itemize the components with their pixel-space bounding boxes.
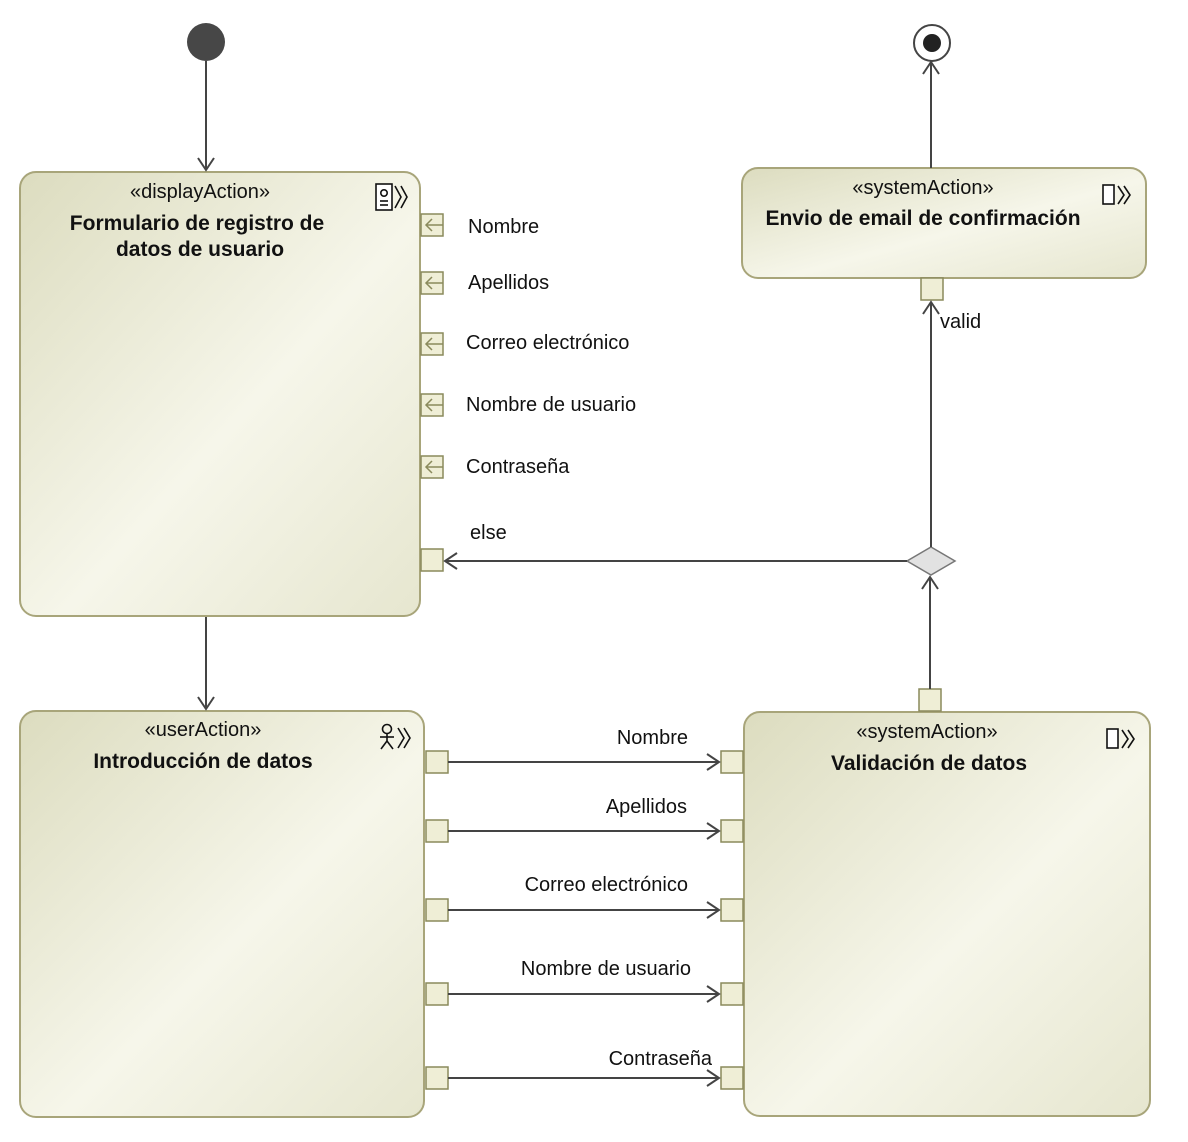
form-pin-label-apellidos: Apellidos	[468, 272, 549, 294]
form-pins	[420, 213, 444, 572]
validation-pin-usuario[interactable]	[720, 982, 744, 1006]
email-title: Envio de email de confirmación	[765, 207, 1080, 230]
system-action-icon	[1106, 728, 1135, 749]
input-stereotype: «userAction»	[145, 719, 262, 741]
form-pin-label-nombre: Nombre	[468, 216, 539, 238]
flow-decision-to-form-else[interactable]	[443, 552, 907, 570]
input-user-action[interactable]: «userAction» Introducción de datos	[19, 710, 425, 1118]
validation-pin-nombre[interactable]	[720, 750, 744, 774]
form-stereotype: «displayAction»	[130, 181, 270, 203]
user-action-icon	[380, 723, 411, 750]
object-flow-contrasena[interactable]	[448, 1069, 721, 1087]
form-pin-contrasena[interactable]	[420, 455, 444, 479]
validation-stereotype: «systemAction»	[856, 721, 997, 743]
guard-else: else	[470, 522, 507, 544]
validation-title: Validación de datos	[831, 752, 1027, 775]
object-flow-nombre[interactable]	[448, 753, 721, 771]
form-title-line2: datos de usuario	[116, 238, 284, 261]
form-title-line1: Formulario de registro de	[70, 212, 324, 235]
flow-label-correo: Correo electrónico	[525, 874, 688, 896]
form-pin-correo[interactable]	[420, 332, 444, 356]
input-pin-correo[interactable]	[425, 898, 449, 922]
flow-validation-to-decision[interactable]	[921, 575, 939, 689]
decision-node[interactable]	[905, 546, 957, 576]
input-pin-apellidos[interactable]	[425, 819, 449, 843]
email-system-action[interactable]: «systemAction» Envio de email de confirm…	[741, 167, 1147, 279]
form-pin-label-correo: Correo electrónico	[466, 332, 629, 354]
flow-email-to-final[interactable]	[922, 60, 940, 168]
flow-label-contrasena: Contraseña	[609, 1048, 713, 1070]
guard-valid: valid	[940, 311, 981, 333]
input-pin-usuario[interactable]	[425, 982, 449, 1006]
input-title: Introducción de datos	[93, 750, 312, 773]
validation-pin-output[interactable]	[918, 688, 942, 712]
email-pin-input[interactable]	[920, 277, 944, 301]
input-pin-contrasena[interactable]	[425, 1066, 449, 1090]
form-display-action[interactable]: «displayAction» Formulario de registro d…	[19, 171, 421, 617]
final-node[interactable]	[913, 24, 951, 62]
form-pin-label-contrasena: Contraseña	[466, 456, 570, 478]
form-pin-else[interactable]	[420, 548, 444, 572]
display-action-icon	[375, 183, 408, 211]
input-output-pins	[425, 750, 449, 1090]
form-pin-apellidos[interactable]	[420, 271, 444, 295]
flow-initial-to-form[interactable]	[197, 61, 215, 172]
initial-node[interactable]	[187, 23, 225, 61]
flow-label-nombre: Nombre	[617, 727, 688, 749]
validation-pin-contrasena[interactable]	[720, 1066, 744, 1090]
input-pin-nombre[interactable]	[425, 750, 449, 774]
system-action-icon	[1102, 184, 1131, 205]
form-pin-nombre[interactable]	[420, 213, 444, 237]
validation-system-action[interactable]: «systemAction» Validación de datos	[743, 711, 1151, 1117]
object-flow-apellidos[interactable]	[448, 822, 721, 840]
object-flow-correo[interactable]	[448, 901, 721, 919]
validation-input-pins	[720, 750, 744, 1090]
flow-form-to-input[interactable]	[197, 617, 215, 711]
flow-label-usuario: Nombre de usuario	[521, 958, 691, 980]
validation-pin-correo[interactable]	[720, 898, 744, 922]
email-stereotype: «systemAction»	[852, 177, 993, 199]
form-pin-usuario[interactable]	[420, 393, 444, 417]
flow-decision-to-email-valid[interactable]	[922, 300, 940, 547]
validation-pin-apellidos[interactable]	[720, 819, 744, 843]
object-flow-usuario[interactable]	[448, 985, 721, 1003]
flow-label-apellidos: Apellidos	[606, 796, 687, 818]
form-pin-label-usuario: Nombre de usuario	[466, 394, 636, 416]
